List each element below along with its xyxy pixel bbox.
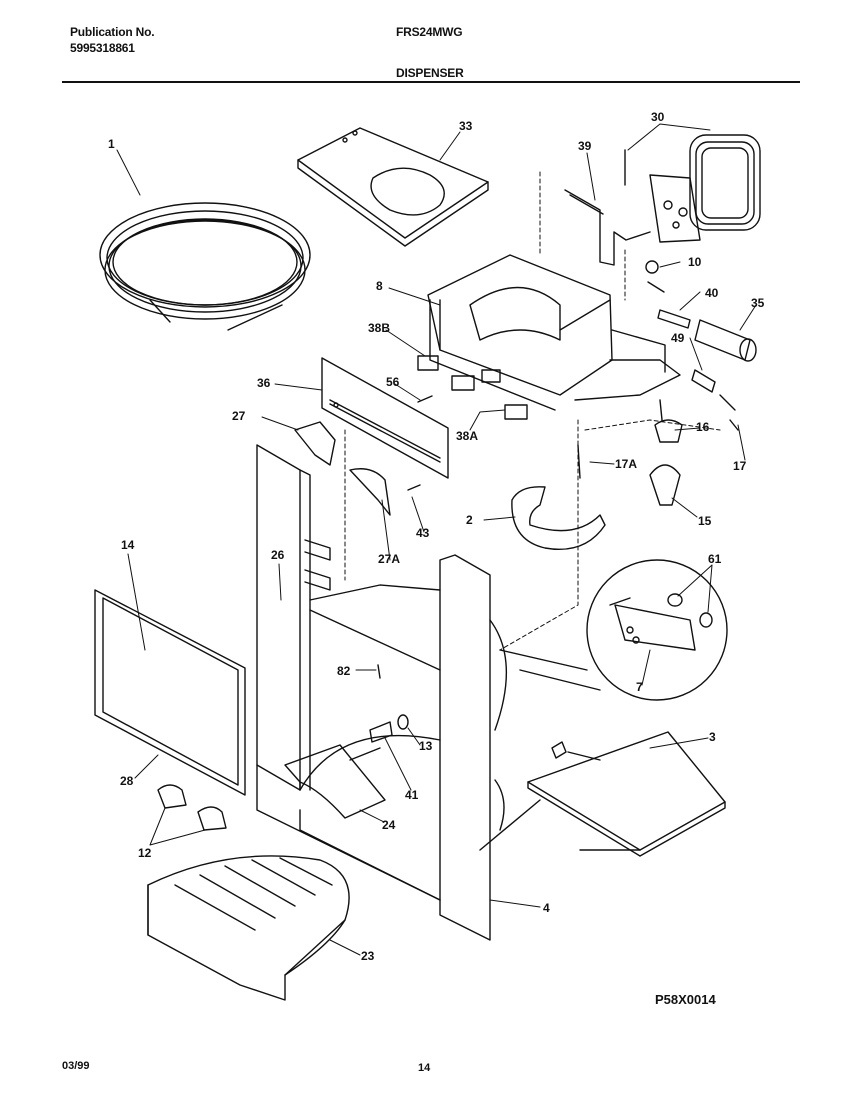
publication-label: Publication No. [70,25,155,39]
label-33: 33 [459,119,473,133]
label-38B: 38B [368,321,390,335]
label-28: 28 [120,774,134,788]
publication-number: 5995318861 [70,41,135,55]
label-35: 35 [751,296,765,310]
label-26: 26 [271,548,285,562]
cover-panel-frame [94,589,246,796]
label-2: 2 [466,513,473,527]
label-17A: 17A [615,457,637,471]
lever-and-screws [294,395,433,516]
label-4: 4 [543,901,550,915]
label-15: 15 [698,514,712,528]
label-3: 3 [709,730,716,744]
electrical-parts [657,309,757,411]
actuator-housing [624,134,761,243]
microswitches [417,355,528,420]
label-41: 41 [405,788,419,802]
label-27: 27 [232,409,246,423]
label-61: 61 [708,552,722,566]
tubing-coil [99,202,311,331]
construction-lines [344,171,721,651]
wire-bracket [564,189,651,266]
footer-date: 03/99 [62,1060,90,1072]
mounting-plate [297,127,489,247]
label-10: 10 [688,255,702,269]
drip-grille [147,855,350,1001]
label-24: 24 [382,818,396,832]
part-labels: 1 33 39 30 10 8 40 35 38B 49 36 56 27 38… [108,110,765,963]
label-1: 1 [108,137,115,151]
footer-page-number: 14 [418,1062,431,1074]
diagram-code: P58X0014 [655,992,716,1007]
section-title: DISPENSER [396,66,464,80]
spring-clip [645,260,665,293]
label-39: 39 [578,139,592,153]
lamp-socket [577,399,739,506]
label-49: 49 [671,331,685,345]
header-rule [62,81,800,83]
switch-detail-circle [499,559,728,701]
label-14: 14 [121,538,135,552]
label-7: 7 [636,680,643,694]
label-82: 82 [337,664,351,678]
label-12: 12 [138,846,152,860]
label-38A: 38A [456,429,478,443]
label-43: 43 [416,526,430,540]
paddle-assembly [284,664,409,819]
clips [157,784,227,831]
dispenser-housing [427,254,681,411]
model-number: FRS24MWG [396,25,463,39]
drip-tray [511,486,606,550]
label-16: 16 [696,420,710,434]
label-36: 36 [257,376,271,390]
label-30: 30 [651,110,665,124]
label-13: 13 [419,739,433,753]
control-board [479,731,726,857]
front-panel [321,357,449,479]
label-40: 40 [705,286,719,300]
label-8: 8 [376,279,383,293]
dispenser-liner [256,444,508,941]
label-56: 56 [386,375,400,389]
label-27A: 27A [378,552,400,566]
leader-lines [116,123,757,956]
label-17: 17 [733,459,747,473]
label-23: 23 [361,949,375,963]
